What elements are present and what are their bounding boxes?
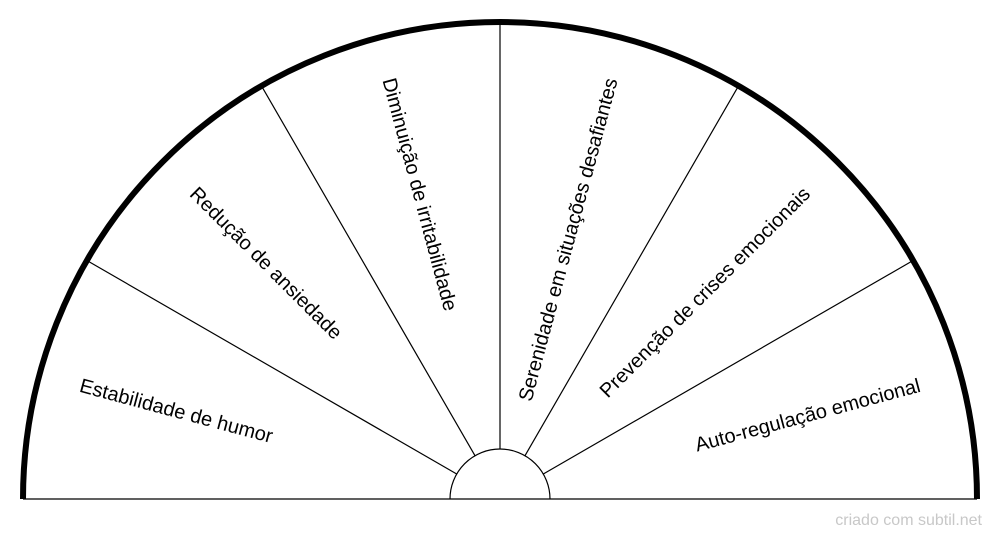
divider-lines [86,22,914,475]
segment-label-reducao-de-ansiedade: Redução de ansiedade [185,183,346,344]
segment-label-serenidade-em-situacoes-desafiantes: Serenidade em situações desafiantes [515,76,623,404]
segment-label-estabilidade-de-humor: Estabilidade de humor [77,375,275,448]
segment-divider [260,85,476,456]
segment-divider [86,259,457,475]
segment-label-diminuicao-de-irritabilidade: Diminuição de irritabilidade [377,76,460,314]
credit-text: criado com subtil.net [835,512,982,529]
segment-divider [543,259,914,475]
segment-label-prevencao-de-crises-emocionais: Prevenção de crises emocionais [596,183,815,402]
segment-divider [524,85,740,456]
outer-arc [20,19,980,500]
center-hub [449,448,551,500]
segment-label-auto-regulacao-emocional: Auto-regulação emocional [693,375,923,456]
